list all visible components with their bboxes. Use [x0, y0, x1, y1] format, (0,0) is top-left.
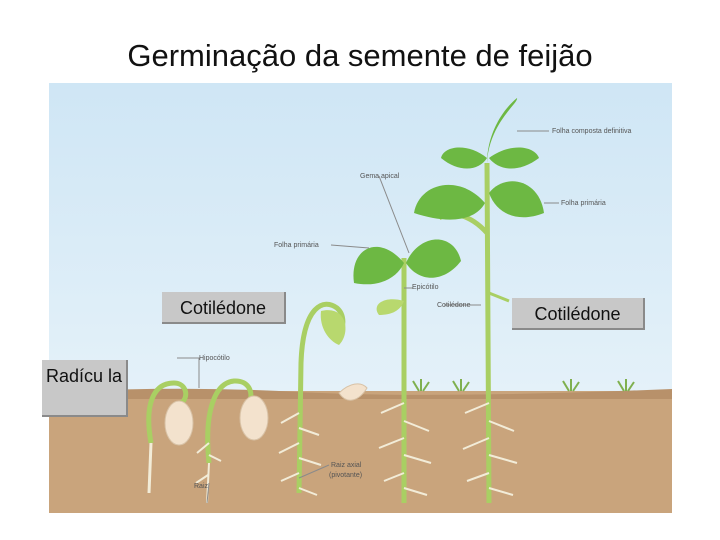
label-folha-primaria-left: Folha primária — [274, 242, 319, 249]
label-folha-composta: Folha composta definitiva — [552, 128, 631, 135]
label-raiz: Raiz — [194, 483, 209, 490]
page-title: Germinação da semente de feijão — [0, 38, 720, 74]
label-folha-primaria-right: Folha primária — [561, 200, 606, 207]
label-gema-apical: Gema apical — [360, 173, 400, 180]
label-hipocotilo: Hipocótilo — [199, 355, 230, 362]
callout-cotiledone-left: Cotilédone — [162, 292, 286, 324]
label-pivotante: (pivotante) — [329, 472, 362, 479]
callout-radicula: Radícu la — [42, 360, 128, 417]
soil-background — [49, 391, 672, 513]
label-epicotilo: Epicótilo — [412, 284, 439, 291]
callout-cotiledone-right: Cotilédone — [512, 298, 645, 330]
label-raiz-axial: Raiz axial — [331, 462, 362, 469]
label-cotiledone-small: Cotilédone — [437, 302, 471, 309]
